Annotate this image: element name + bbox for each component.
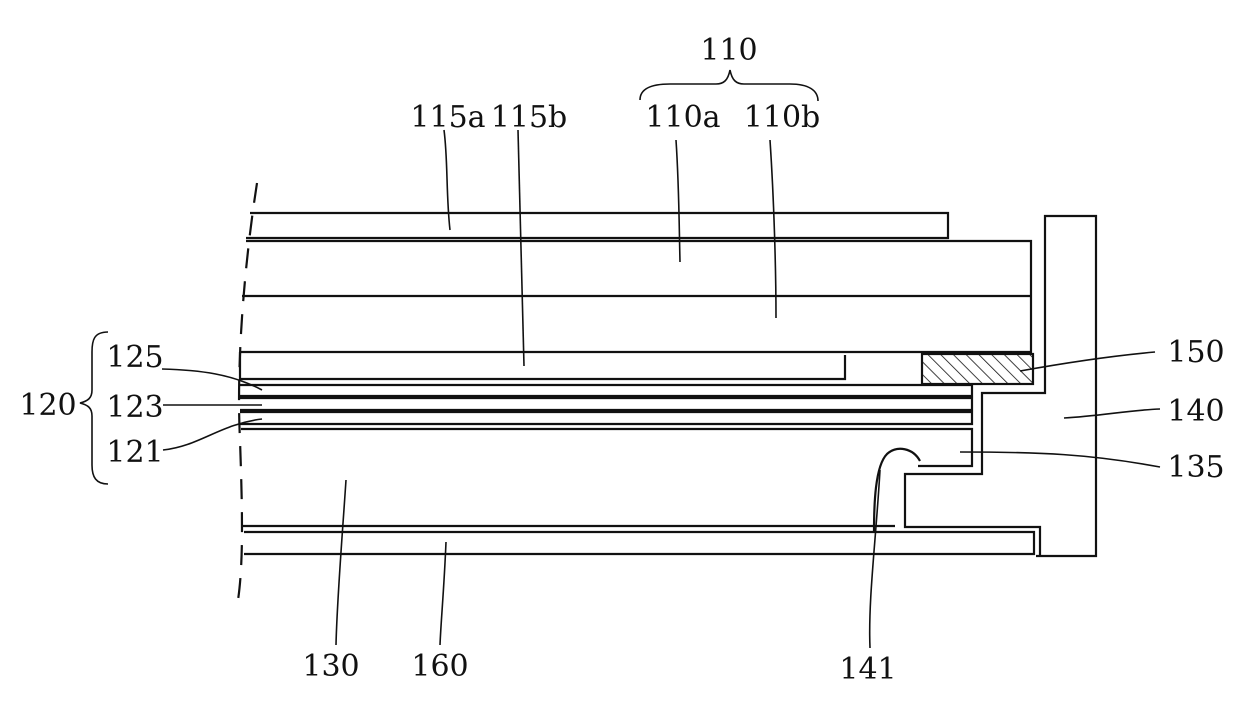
leader-135 — [960, 452, 1160, 467]
label-110a: 110a — [645, 100, 720, 135]
layer-125-optical-sheet — [240, 385, 972, 396]
label-140: 140 — [1167, 394, 1224, 429]
hook-141 — [874, 449, 920, 532]
label-121: 121 — [106, 435, 163, 470]
layer-115a-upper-polarizer — [246, 213, 948, 238]
layer-130-light-guide — [241, 429, 972, 466]
label-150: 150 — [1167, 335, 1224, 370]
leader-110a — [676, 140, 680, 262]
label-120: 120 — [19, 388, 76, 423]
layer-123-optical-sheet — [240, 398, 972, 410]
layer-160-bottom-cover — [244, 532, 1034, 554]
brace-110 — [640, 70, 818, 101]
leader-115a — [444, 130, 450, 230]
break-line — [238, 183, 257, 600]
leader-160 — [440, 542, 446, 645]
leader-110b — [770, 140, 776, 318]
label-160: 160 — [411, 649, 468, 684]
label-125: 125 — [106, 340, 163, 375]
label-110b: 110b — [744, 100, 820, 135]
label-123: 123 — [106, 390, 163, 425]
pad-150-hatched — [922, 354, 1033, 384]
leader-115b — [518, 130, 524, 366]
label-115a: 115a — [410, 100, 485, 135]
label-130: 130 — [302, 649, 359, 684]
brace-120 — [80, 332, 108, 484]
label-141: 141 — [839, 652, 896, 687]
label-115b: 115b — [491, 100, 567, 135]
leader-130 — [336, 480, 346, 645]
leader-150 — [1020, 352, 1155, 371]
layer-121-optical-sheet — [240, 412, 972, 424]
label-135: 135 — [1167, 450, 1224, 485]
layer-115b-lower-polarizer — [240, 352, 845, 379]
label-110: 110 — [700, 33, 757, 68]
leader-140 — [1064, 409, 1160, 418]
